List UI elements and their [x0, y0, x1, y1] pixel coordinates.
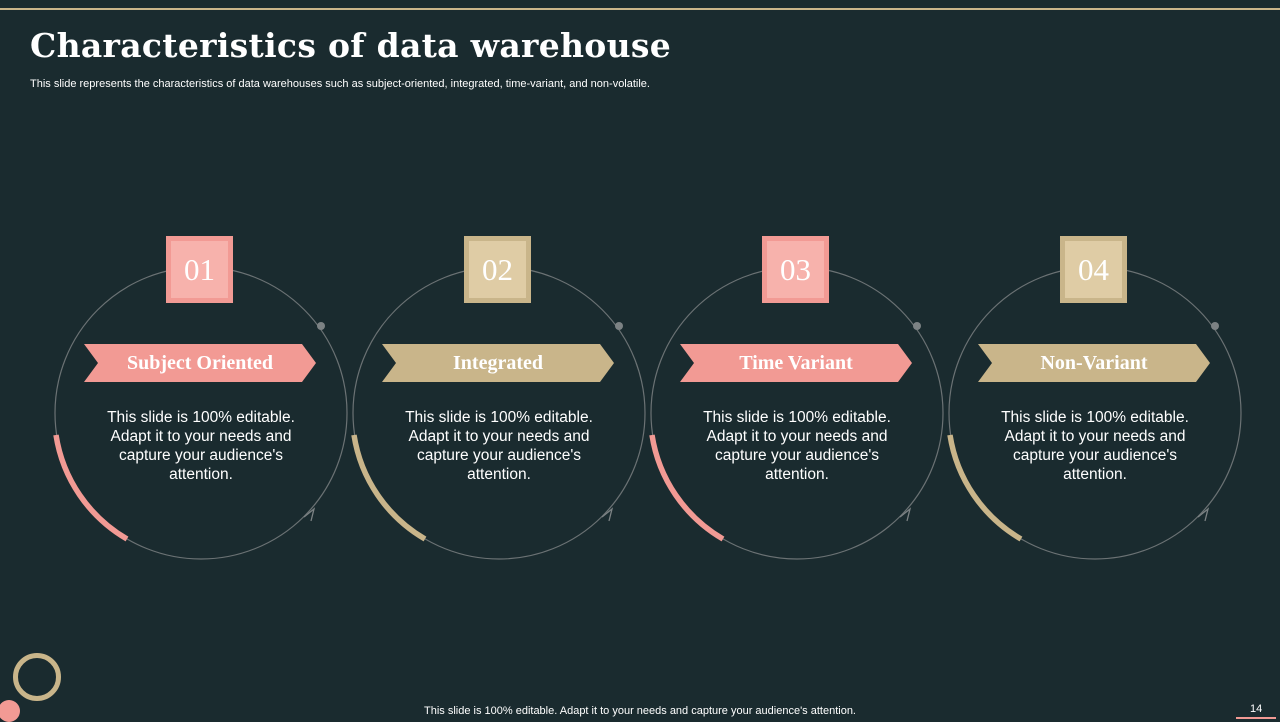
card-description: This slide is 100% editable. Adapt it to…	[107, 409, 295, 483]
ring-arrow-icon	[601, 507, 614, 522]
number-badge: 04	[1060, 236, 1127, 303]
ring-arrow-icon	[303, 507, 316, 522]
card-description: This slide is 100% editable. Adapt it to…	[405, 409, 593, 483]
number-badge: 02	[464, 236, 531, 303]
banner-label: Non-Variant	[1040, 352, 1148, 374]
ring-accent-arc	[947, 434, 1023, 542]
page-number-underline	[1236, 717, 1276, 719]
ring-accent-arc	[351, 434, 427, 542]
ring-accent-arc	[649, 434, 725, 542]
ring-arrow-icon	[899, 507, 912, 522]
ring-end-dot	[317, 322, 325, 330]
banner-label: Time Variant	[739, 352, 853, 374]
banner: Non-Variant	[978, 344, 1210, 382]
decorative-ring	[13, 653, 61, 701]
ring-accent-arc	[53, 434, 129, 542]
slide-subtitle: This slide represents the characteristic…	[30, 78, 650, 90]
ring-end-dot	[913, 322, 921, 330]
banner-arrow-shape	[680, 344, 912, 382]
card-description: This slide is 100% editable. Adapt it to…	[1001, 409, 1189, 483]
number-badge: 01	[166, 236, 233, 303]
card-description: This slide is 100% editable. Adapt it to…	[703, 409, 891, 483]
banner-arrow-shape	[84, 344, 316, 382]
banner: Time Variant	[680, 344, 912, 382]
ring-arrow-icon	[1197, 507, 1210, 522]
card-4: 04 Non-Variant This slide is 100% editab…	[945, 236, 1245, 566]
banner-label: Subject Oriented	[126, 352, 274, 374]
decorative-dot	[0, 700, 20, 722]
banner-label: Integrated	[453, 352, 543, 374]
footer-text: This slide is 100% editable. Adapt it to…	[424, 705, 856, 717]
slide-title: Characteristics of data warehouse	[30, 26, 672, 65]
page-number: 14	[1250, 703, 1263, 715]
card-1: 01 Subject Oriented This slide is 100% e…	[51, 236, 351, 566]
banner: Subject Oriented	[84, 344, 316, 382]
card-3: 03 Time Variant This slide is 100% edita…	[647, 236, 947, 566]
ring-end-dot	[615, 322, 623, 330]
top-rule	[0, 8, 1280, 10]
banner: Integrated	[382, 344, 614, 382]
ring-end-dot	[1211, 322, 1219, 330]
number-badge: 03	[762, 236, 829, 303]
banner-arrow-shape	[382, 344, 614, 382]
banner-arrow-shape	[978, 344, 1210, 382]
card-2: 02 Integrated This slide is 100% editabl…	[349, 236, 649, 566]
